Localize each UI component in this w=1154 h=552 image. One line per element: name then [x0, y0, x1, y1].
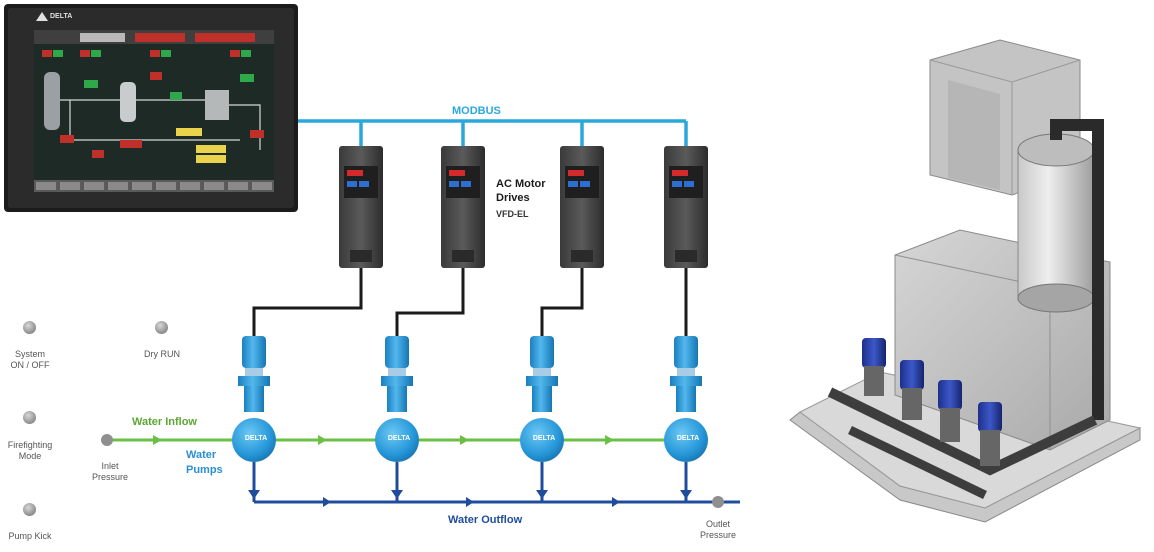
firefighting-mode-label: Firefighting Mode: [0, 440, 60, 462]
firefighting-mode-line2: Mode: [18, 451, 42, 461]
booster-unit-3d: [789, 39, 1142, 523]
outlet-pressure-line2: Pressure: [699, 530, 736, 540]
vfd-drive: [339, 146, 383, 268]
system-onoff-line2: ON / OFF: [10, 360, 50, 370]
hmi-brand-label: DELTA: [50, 13, 73, 20]
system-onoff-indicator: [23, 321, 36, 334]
outlet-pressure-line1: Outlet: [705, 519, 730, 529]
vfd-drive: [441, 146, 485, 268]
dry-run-label: Dry RUN: [144, 349, 180, 359]
firefighting-mode-line1: Firefighting: [7, 440, 53, 450]
pump-logo-label: DELTA: [244, 435, 268, 442]
inlet-pressure-line2: Pressure: [91, 472, 128, 482]
pump-kick-label: Pump Kick: [8, 531, 52, 541]
water-outflow-label: Water Outflow: [448, 514, 523, 526]
vfd-drive: [560, 146, 604, 268]
drives-title-line1: AC Motor: [496, 178, 546, 190]
delta-logo-icon: [36, 12, 48, 21]
water-inflow-label: Water Inflow: [132, 416, 197, 428]
water-pump: [232, 336, 276, 462]
drives-title-line2: Drives: [496, 192, 530, 204]
water-pumps-label-line1: Water: [186, 449, 217, 461]
water-pump: [520, 336, 564, 462]
water-pump: [664, 336, 708, 462]
drives-model: VFD-EL: [496, 209, 529, 219]
pump-logo-label: DELTA: [387, 435, 411, 442]
water-pumps-label-line2: Pumps: [186, 464, 223, 476]
outlet-pressure-label: Outlet Pressure: [696, 519, 740, 541]
inlet-pressure-label: Inlet Pressure: [88, 461, 132, 483]
modbus-bus: [298, 119, 688, 146]
dry-run-indicator: [155, 321, 168, 334]
system-onoff-label: System ON / OFF: [4, 349, 56, 371]
outlet-pressure-sensor: [712, 496, 724, 508]
outflow-arrows: [248, 490, 692, 507]
system-onoff-line1: System: [14, 349, 45, 359]
inlet-pressure-sensor: [101, 434, 113, 446]
inlet-pressure-line1: Inlet: [101, 461, 119, 471]
modbus-label: MODBUS: [452, 105, 501, 117]
water-pump: [375, 336, 419, 462]
outflow-line: [252, 462, 740, 504]
pump-logo-label: DELTA: [532, 435, 556, 442]
drive-cables: [252, 268, 688, 338]
hmi-touch-panel: [4, 4, 298, 212]
pump-kick-indicator: [23, 503, 36, 516]
vfd-drive: [664, 146, 708, 268]
pump-logo-label: DELTA: [676, 435, 700, 442]
firefighting-mode-indicator: [23, 411, 36, 424]
